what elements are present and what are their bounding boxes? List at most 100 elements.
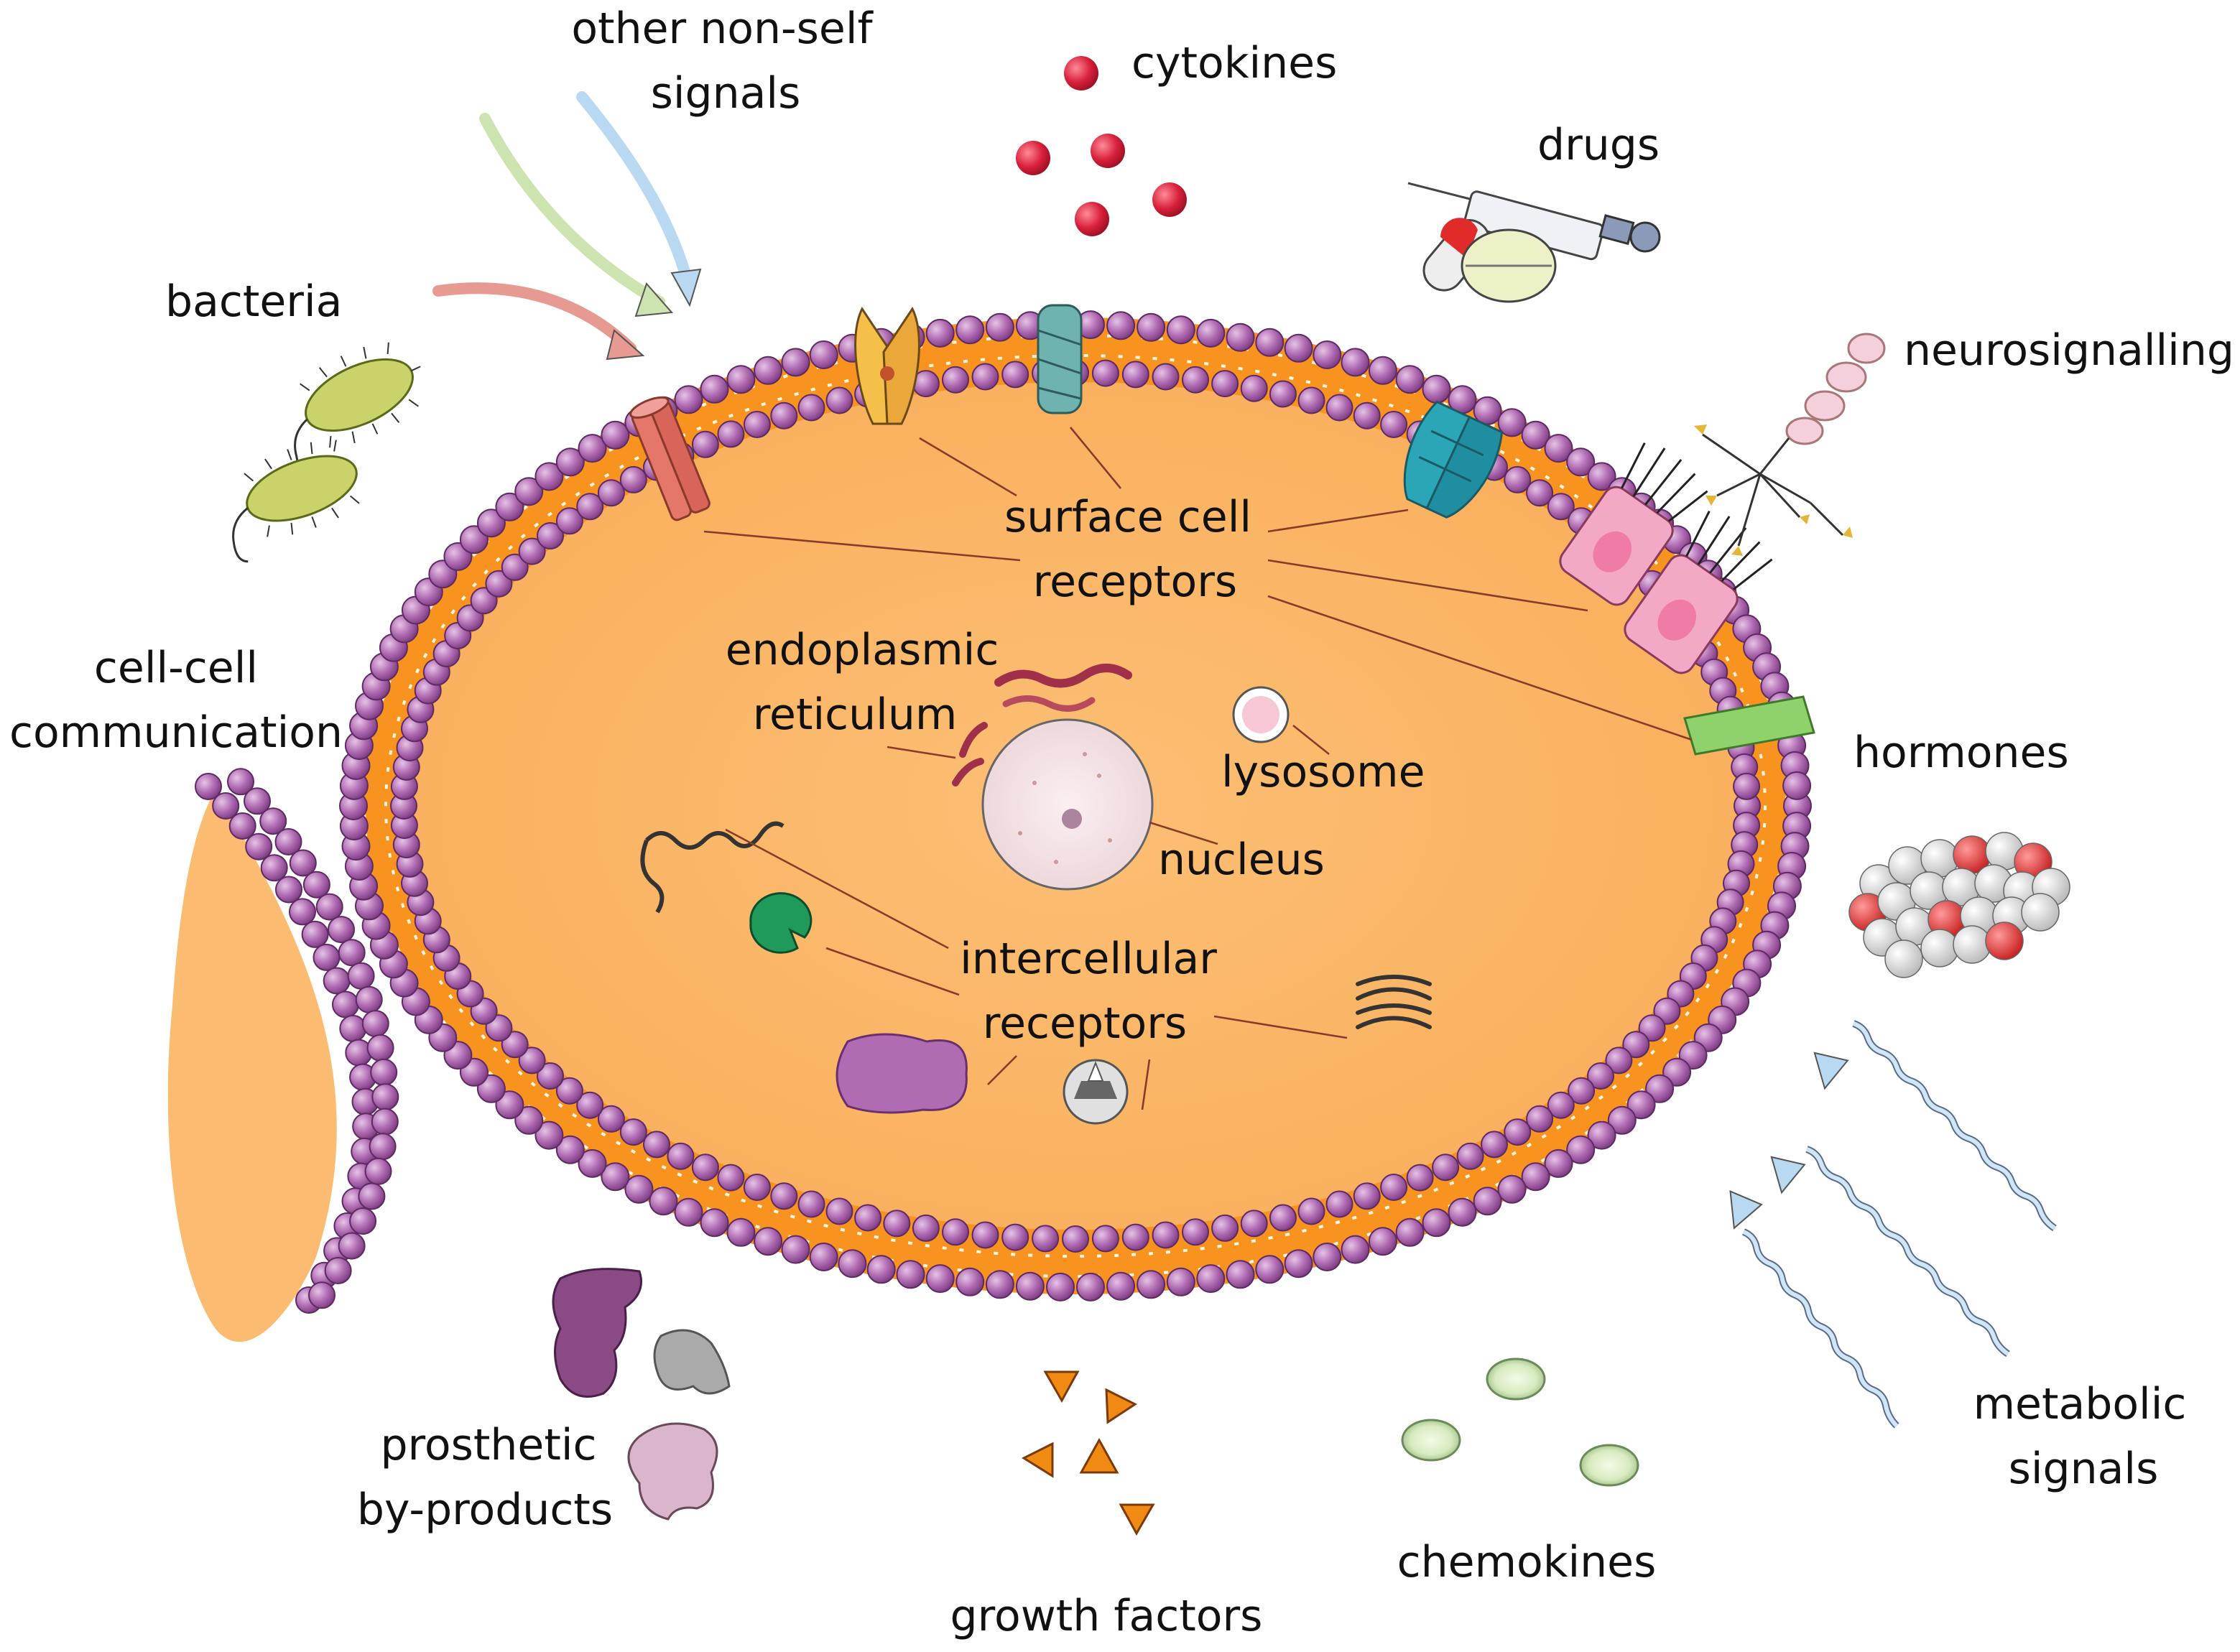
phospholipid-head bbox=[1121, 361, 1149, 389]
phospholipid-head bbox=[555, 507, 583, 535]
phospholipid-head bbox=[1325, 1190, 1353, 1218]
phospholipid-head bbox=[912, 1214, 940, 1242]
phospholipid-head bbox=[1152, 1221, 1180, 1249]
phospholipid-head bbox=[212, 792, 240, 820]
phospholipid-head bbox=[743, 1174, 771, 1201]
phospholipid-head bbox=[1380, 411, 1408, 438]
phospholipid-head bbox=[1152, 363, 1180, 391]
chemokine-icon bbox=[1401, 1358, 1639, 1487]
phospholipid-head bbox=[369, 1133, 397, 1161]
phospholipid-head bbox=[315, 893, 343, 921]
label-prosthetic: prosthetic bbox=[380, 1420, 596, 1470]
phospholipid-head bbox=[1547, 493, 1575, 521]
phospholipid-head bbox=[518, 1047, 546, 1075]
phospholipid-head bbox=[1504, 1118, 1532, 1146]
phospholipid-head bbox=[1106, 311, 1136, 340]
phospholipid-head bbox=[1137, 1270, 1166, 1299]
phospholipid-head bbox=[942, 1218, 969, 1246]
protein-icon bbox=[749, 892, 813, 954]
phospholipid-head bbox=[576, 1091, 604, 1119]
phospholipid-head bbox=[797, 394, 825, 422]
phospholipid-head bbox=[597, 1105, 625, 1133]
phospholipid-head bbox=[1526, 1105, 1554, 1133]
hormone-atom bbox=[1884, 939, 1923, 978]
phospholipid-head bbox=[1497, 1174, 1527, 1204]
protein-icon bbox=[1063, 1059, 1129, 1125]
phospholipid-head bbox=[1395, 1217, 1425, 1247]
label-communication: communication bbox=[9, 707, 343, 758]
phospholipid-head bbox=[1456, 1142, 1484, 1170]
protein-icon bbox=[640, 821, 785, 914]
phospholipid-head bbox=[726, 365, 756, 394]
phospholipid-head bbox=[578, 434, 607, 463]
phospholipid-head bbox=[501, 553, 529, 581]
hormone-molecule-icon bbox=[1848, 832, 2070, 978]
label-growth-factors: growth factors bbox=[950, 1591, 1263, 1641]
pill-icon bbox=[1422, 218, 1557, 303]
phospholipid-head bbox=[1587, 1120, 1616, 1150]
phospholipid-head bbox=[301, 920, 329, 948]
phospholipid-head bbox=[555, 447, 585, 477]
phospholipid-head bbox=[1313, 1243, 1342, 1271]
phospholipid-head bbox=[349, 1207, 377, 1235]
phospholipid-head bbox=[313, 943, 341, 971]
phospholipid-head bbox=[371, 1108, 399, 1136]
phospholipid-head bbox=[955, 315, 985, 345]
label-cytokines: cytokines bbox=[1131, 38, 1337, 88]
phospholipid-head bbox=[597, 479, 625, 507]
phospholipid-head bbox=[1001, 361, 1029, 389]
phospholipid-head bbox=[717, 420, 745, 448]
phospholipid-head bbox=[485, 570, 513, 598]
label-nucleus: nucleus bbox=[1158, 835, 1325, 885]
phospholipid-head bbox=[649, 1187, 678, 1216]
phospholipid-head bbox=[1137, 312, 1166, 342]
phospholipid-head bbox=[1015, 1271, 1045, 1301]
phospholipid-head bbox=[1544, 434, 1573, 463]
phospholipid-head bbox=[781, 1235, 810, 1264]
phospholipid-head bbox=[700, 1208, 729, 1238]
phospholipid-head bbox=[514, 1105, 544, 1135]
receptor-icon bbox=[854, 307, 920, 425]
phospholipid-head bbox=[1733, 772, 1761, 800]
phospholipid-head bbox=[260, 854, 288, 882]
phospholipid-head bbox=[347, 962, 375, 990]
phospholipid-head bbox=[323, 967, 351, 995]
label-other-nonself-signals: signals bbox=[651, 68, 801, 119]
phospholipid-head bbox=[770, 402, 798, 430]
phospholipid-head bbox=[1368, 1227, 1397, 1256]
phospholipid-head bbox=[328, 916, 355, 944]
phospholipid-head bbox=[1504, 465, 1532, 493]
phospholipid-head bbox=[717, 1164, 745, 1192]
receptor-icon bbox=[1403, 400, 1504, 519]
phospholipid-head bbox=[364, 1157, 392, 1185]
phospholipid-head bbox=[1091, 359, 1119, 387]
phospholipid-head bbox=[578, 1148, 607, 1178]
phospholipid-head bbox=[1568, 1077, 1596, 1105]
phospholipid-head bbox=[619, 465, 647, 493]
phospholipid-head bbox=[1284, 333, 1313, 363]
phospholipid-head bbox=[809, 340, 838, 369]
label-chemokines: chemokines bbox=[1397, 1537, 1657, 1587]
phospholipid-head bbox=[985, 1270, 1014, 1299]
phospholipid-head bbox=[227, 768, 254, 796]
phospholipid-head bbox=[371, 1083, 399, 1111]
phospholipid-head bbox=[1106, 1271, 1136, 1301]
phospholipid-head bbox=[289, 849, 317, 877]
phospholipid-head bbox=[925, 1264, 955, 1294]
phospholipid-head bbox=[1211, 370, 1239, 398]
lipid-tails-inner bbox=[384, 354, 1767, 1258]
phospholipid-head bbox=[955, 1267, 985, 1296]
phospholipid-head bbox=[289, 898, 316, 926]
phospholipid-head bbox=[825, 1197, 853, 1225]
phospholipid-head bbox=[1032, 1225, 1060, 1253]
phospholipid-head bbox=[1269, 380, 1297, 408]
phospholipid-head bbox=[1587, 1062, 1614, 1090]
phospholipid-head bbox=[534, 1120, 564, 1150]
growth-factor-icon bbox=[1021, 1370, 1155, 1536]
signal-arrows bbox=[432, 91, 702, 361]
phospholipid-head bbox=[691, 430, 719, 458]
label-bacteria: bacteria bbox=[165, 277, 342, 327]
phospholipid-head bbox=[1269, 1204, 1297, 1232]
